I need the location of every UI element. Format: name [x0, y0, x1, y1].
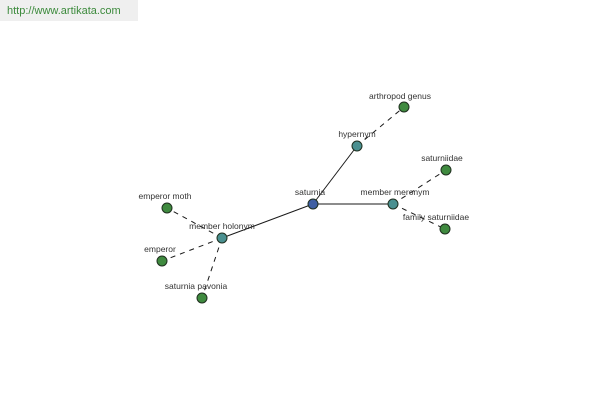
node-label-emperor: emperor	[144, 244, 176, 254]
node-member-meronym[interactable]	[387, 198, 399, 210]
node-saturnia[interactable]	[307, 198, 319, 210]
node-label-saturniidae: saturniidae	[421, 153, 463, 163]
node-saturniidae[interactable]	[440, 164, 452, 176]
edge-member-holonym-to-saturnia-pavonia	[201, 237, 223, 299]
node-member-holonym[interactable]	[216, 232, 228, 244]
edge-hypernym-to-arthropod-genus	[356, 106, 405, 147]
node-label-emperor-moth: emperor moth	[139, 191, 192, 201]
node-emperor-moth[interactable]	[161, 202, 173, 214]
node-family-saturniidae[interactable]	[439, 223, 451, 235]
node-saturnia-pavonia[interactable]	[196, 292, 208, 304]
edge-saturnia-to-hypernym	[312, 145, 358, 205]
node-label-family-saturniidae: family saturniidae	[403, 212, 469, 222]
node-label-arthropod-genus: arthropod genus	[369, 91, 431, 101]
edge-member-holonym-to-emperor	[161, 237, 223, 262]
edges-layer	[161, 106, 447, 299]
node-label-hypernym: hypernym	[338, 129, 375, 139]
node-label-saturnia-pavonia: saturnia pavonia	[165, 281, 228, 291]
edge-member-meronym-to-saturniidae	[392, 169, 447, 205]
labels-layer: saturnia hypernym member meronym member hol…	[139, 91, 470, 291]
node-label-saturnia: saturnia	[295, 187, 326, 197]
node-label-member-meronym: member meronym	[361, 187, 430, 197]
edge-saturnia-to-member-holonym	[221, 203, 314, 239]
watermark-banner: http://www.artikata.com	[0, 0, 138, 21]
node-emperor[interactable]	[156, 255, 168, 267]
node-arthropod-genus[interactable]	[398, 101, 410, 113]
watermark-link-text[interactable]: http://www.artikata.com	[7, 5, 121, 17]
node-label-member-holonym: member holonym	[189, 221, 255, 231]
nodes-layer	[156, 101, 452, 304]
node-hypernym[interactable]	[351, 140, 363, 152]
edge-member-holonym-to-emperor-moth	[166, 207, 223, 239]
